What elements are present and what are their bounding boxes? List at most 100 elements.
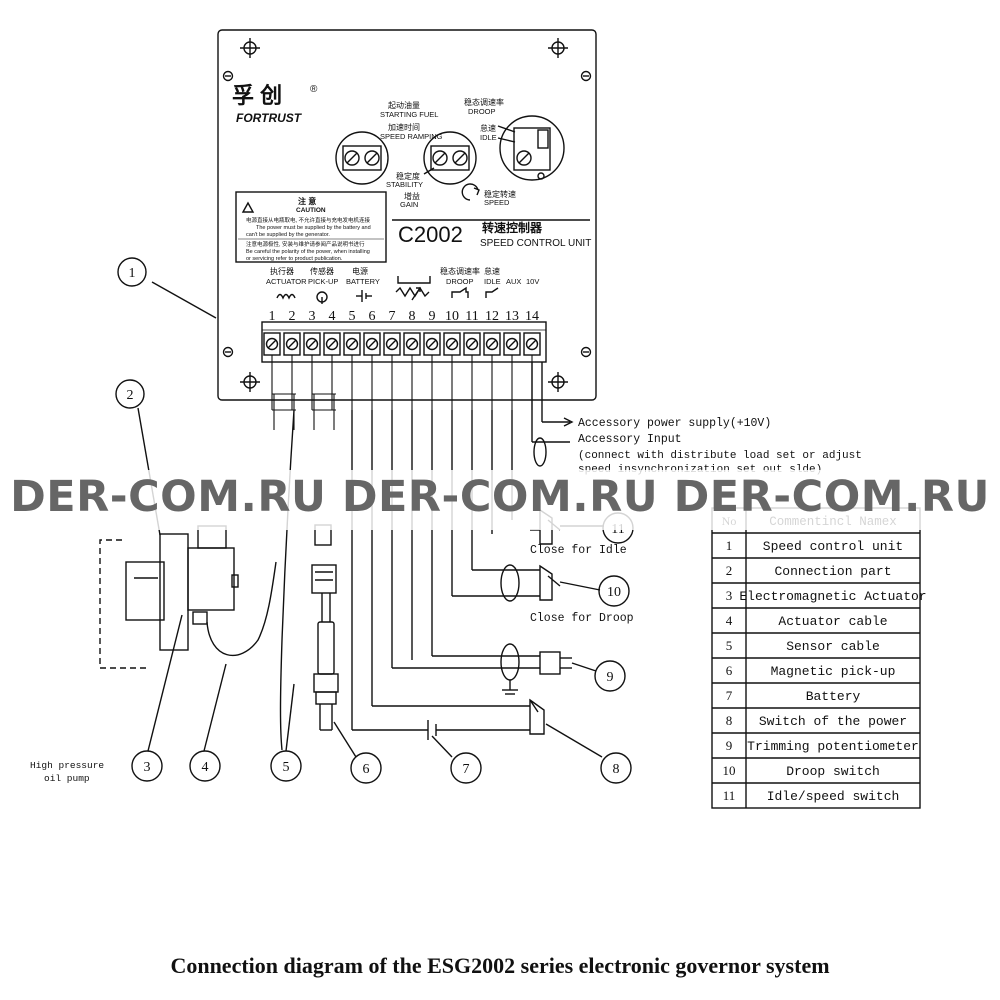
callout-circle xyxy=(131,750,163,782)
idle-term-cn: 怠速 xyxy=(484,266,500,276)
terminal-strip xyxy=(261,321,547,363)
terminal-screw xyxy=(303,332,321,356)
terminal-number: 12 xyxy=(485,309,499,324)
title-en: SPEED CONTROL UNIT xyxy=(480,238,591,249)
terminal-number: 5 xyxy=(349,309,356,324)
legend-row-no: 5 xyxy=(726,638,733,653)
caution-line: 注意电源极性, 安装与维护请参阅产品说明书进行 xyxy=(246,240,365,248)
screw-icon xyxy=(222,70,234,82)
terminal-screw xyxy=(283,332,301,356)
legend-row-name: Electromagnetic Actuator xyxy=(739,589,926,604)
v10-label: 10V xyxy=(526,277,539,286)
battery-cn: 电源 xyxy=(352,266,368,276)
terminal-number: 11 xyxy=(465,309,478,324)
battery-label: BATTERY xyxy=(346,277,380,286)
actuator-cable xyxy=(206,561,277,657)
close-for-idle-label: Close for Idle xyxy=(530,544,627,557)
mounting-hole-top-left xyxy=(240,38,260,58)
callout-circle xyxy=(350,752,382,784)
terminal-screw xyxy=(443,332,461,356)
oil-pump-label: oil pump xyxy=(44,773,90,784)
terminal-screw xyxy=(463,332,481,356)
terminal-screw xyxy=(263,332,281,356)
callout-circle xyxy=(270,750,302,782)
speed-ramping-label: SPEED RAMPING xyxy=(380,132,443,141)
legend-row-no: 8 xyxy=(726,713,733,728)
starting-fuel-pot xyxy=(335,131,389,185)
starting-fuel-label: STARTING FUEL xyxy=(380,110,438,119)
caution-line: can't be supplied by the generator. xyxy=(246,232,330,238)
legend-row-no: 11 xyxy=(723,788,736,803)
accessory-input-label: Accessory Input xyxy=(578,433,682,446)
actuator-label: ACTUATOR xyxy=(266,277,307,286)
legend-row-name: Connection part xyxy=(774,564,891,579)
title-cn: 转速控制器 xyxy=(482,220,543,235)
terminal-number: 14 xyxy=(525,309,539,324)
screw-icon xyxy=(580,70,592,82)
actuator-cn: 执行器 xyxy=(270,266,294,276)
droop-cn: 稳态调速率 xyxy=(464,97,504,107)
terminal-screw xyxy=(363,332,381,356)
stability-label: STABILITY xyxy=(386,180,423,189)
mounting-hole-bottom-left xyxy=(240,372,260,392)
legend-row-no: 10 xyxy=(723,763,736,778)
starting-fuel-cn: 起动油量 xyxy=(388,100,420,110)
speed-cn: 稳定转速 xyxy=(484,189,516,199)
terminal-number: 7 xyxy=(389,309,396,324)
droop-pot-label: DROOP xyxy=(468,107,496,116)
callout-number: 8 xyxy=(613,762,620,777)
mounting-hole-top-right xyxy=(548,38,568,58)
terminal-number: 1 xyxy=(269,309,276,324)
idle-switch-symbol-icon xyxy=(485,287,499,298)
terminal-screw xyxy=(403,332,421,356)
callout-number: 5 xyxy=(283,760,290,775)
brand-en: FORTRUST xyxy=(236,111,303,125)
aux-label: AUX xyxy=(506,277,521,286)
legend-row-no: 9 xyxy=(726,738,733,753)
stability-cn: 稳定度 xyxy=(396,171,420,181)
caution-box xyxy=(235,191,387,263)
terminal-number: 13 xyxy=(505,309,519,324)
legend-row-name: Actuator cable xyxy=(778,614,887,629)
legend-row-name: Trimming potentiometer xyxy=(747,739,919,754)
accessory-power-label: Accessory power supply(+10V) xyxy=(578,417,771,430)
pickup-symbol-icon xyxy=(316,291,328,304)
callout-circle xyxy=(117,257,147,287)
legend-row-no: 2 xyxy=(726,563,733,578)
legend-row-name: Magnetic pick-up xyxy=(771,664,896,679)
terminal-screw xyxy=(383,332,401,356)
callout-circle xyxy=(450,752,482,784)
callout-circle xyxy=(598,575,630,607)
speed-arrow-icon xyxy=(461,183,479,201)
legend-row-name: Sensor cable xyxy=(786,639,880,654)
legend-row-no: 3 xyxy=(726,588,733,603)
droop-term-cn: 稳态调速率 xyxy=(440,266,480,276)
warning-icon xyxy=(241,201,255,213)
callout-number: 7 xyxy=(463,762,470,777)
callout-number: 10 xyxy=(607,585,621,600)
high-pressure-pump-outline xyxy=(99,539,150,669)
terminal-screw xyxy=(323,332,341,356)
terminal-number: 9 xyxy=(429,309,436,324)
speed-ramping-cn: 加速时间 xyxy=(388,122,420,132)
callout-circle xyxy=(189,750,221,782)
callout-circle xyxy=(594,660,626,692)
caution-en: CAUTION xyxy=(296,207,326,214)
legend-row-no: 7 xyxy=(726,688,733,703)
close-for-droop-label: Close for Droop xyxy=(530,612,634,625)
terminal-number: 8 xyxy=(409,309,416,324)
callout-number: 2 xyxy=(127,388,134,403)
magnetic-pickup xyxy=(313,593,339,731)
caution-line: Be careful the polarity of the power, wh… xyxy=(246,249,370,255)
callout-circle xyxy=(115,379,145,409)
battery-symbol-icon xyxy=(356,290,372,302)
legend-row-no: 6 xyxy=(726,663,733,678)
terminal-number: 3 xyxy=(309,309,316,324)
high-pressure-label: High pressure xyxy=(30,760,104,771)
terminal-screw xyxy=(483,332,501,356)
terminal-number: 10 xyxy=(445,309,459,324)
callout-number: 1 xyxy=(129,266,136,281)
control-unit-housing xyxy=(217,29,597,401)
legend-row-name: Droop switch xyxy=(786,764,880,779)
